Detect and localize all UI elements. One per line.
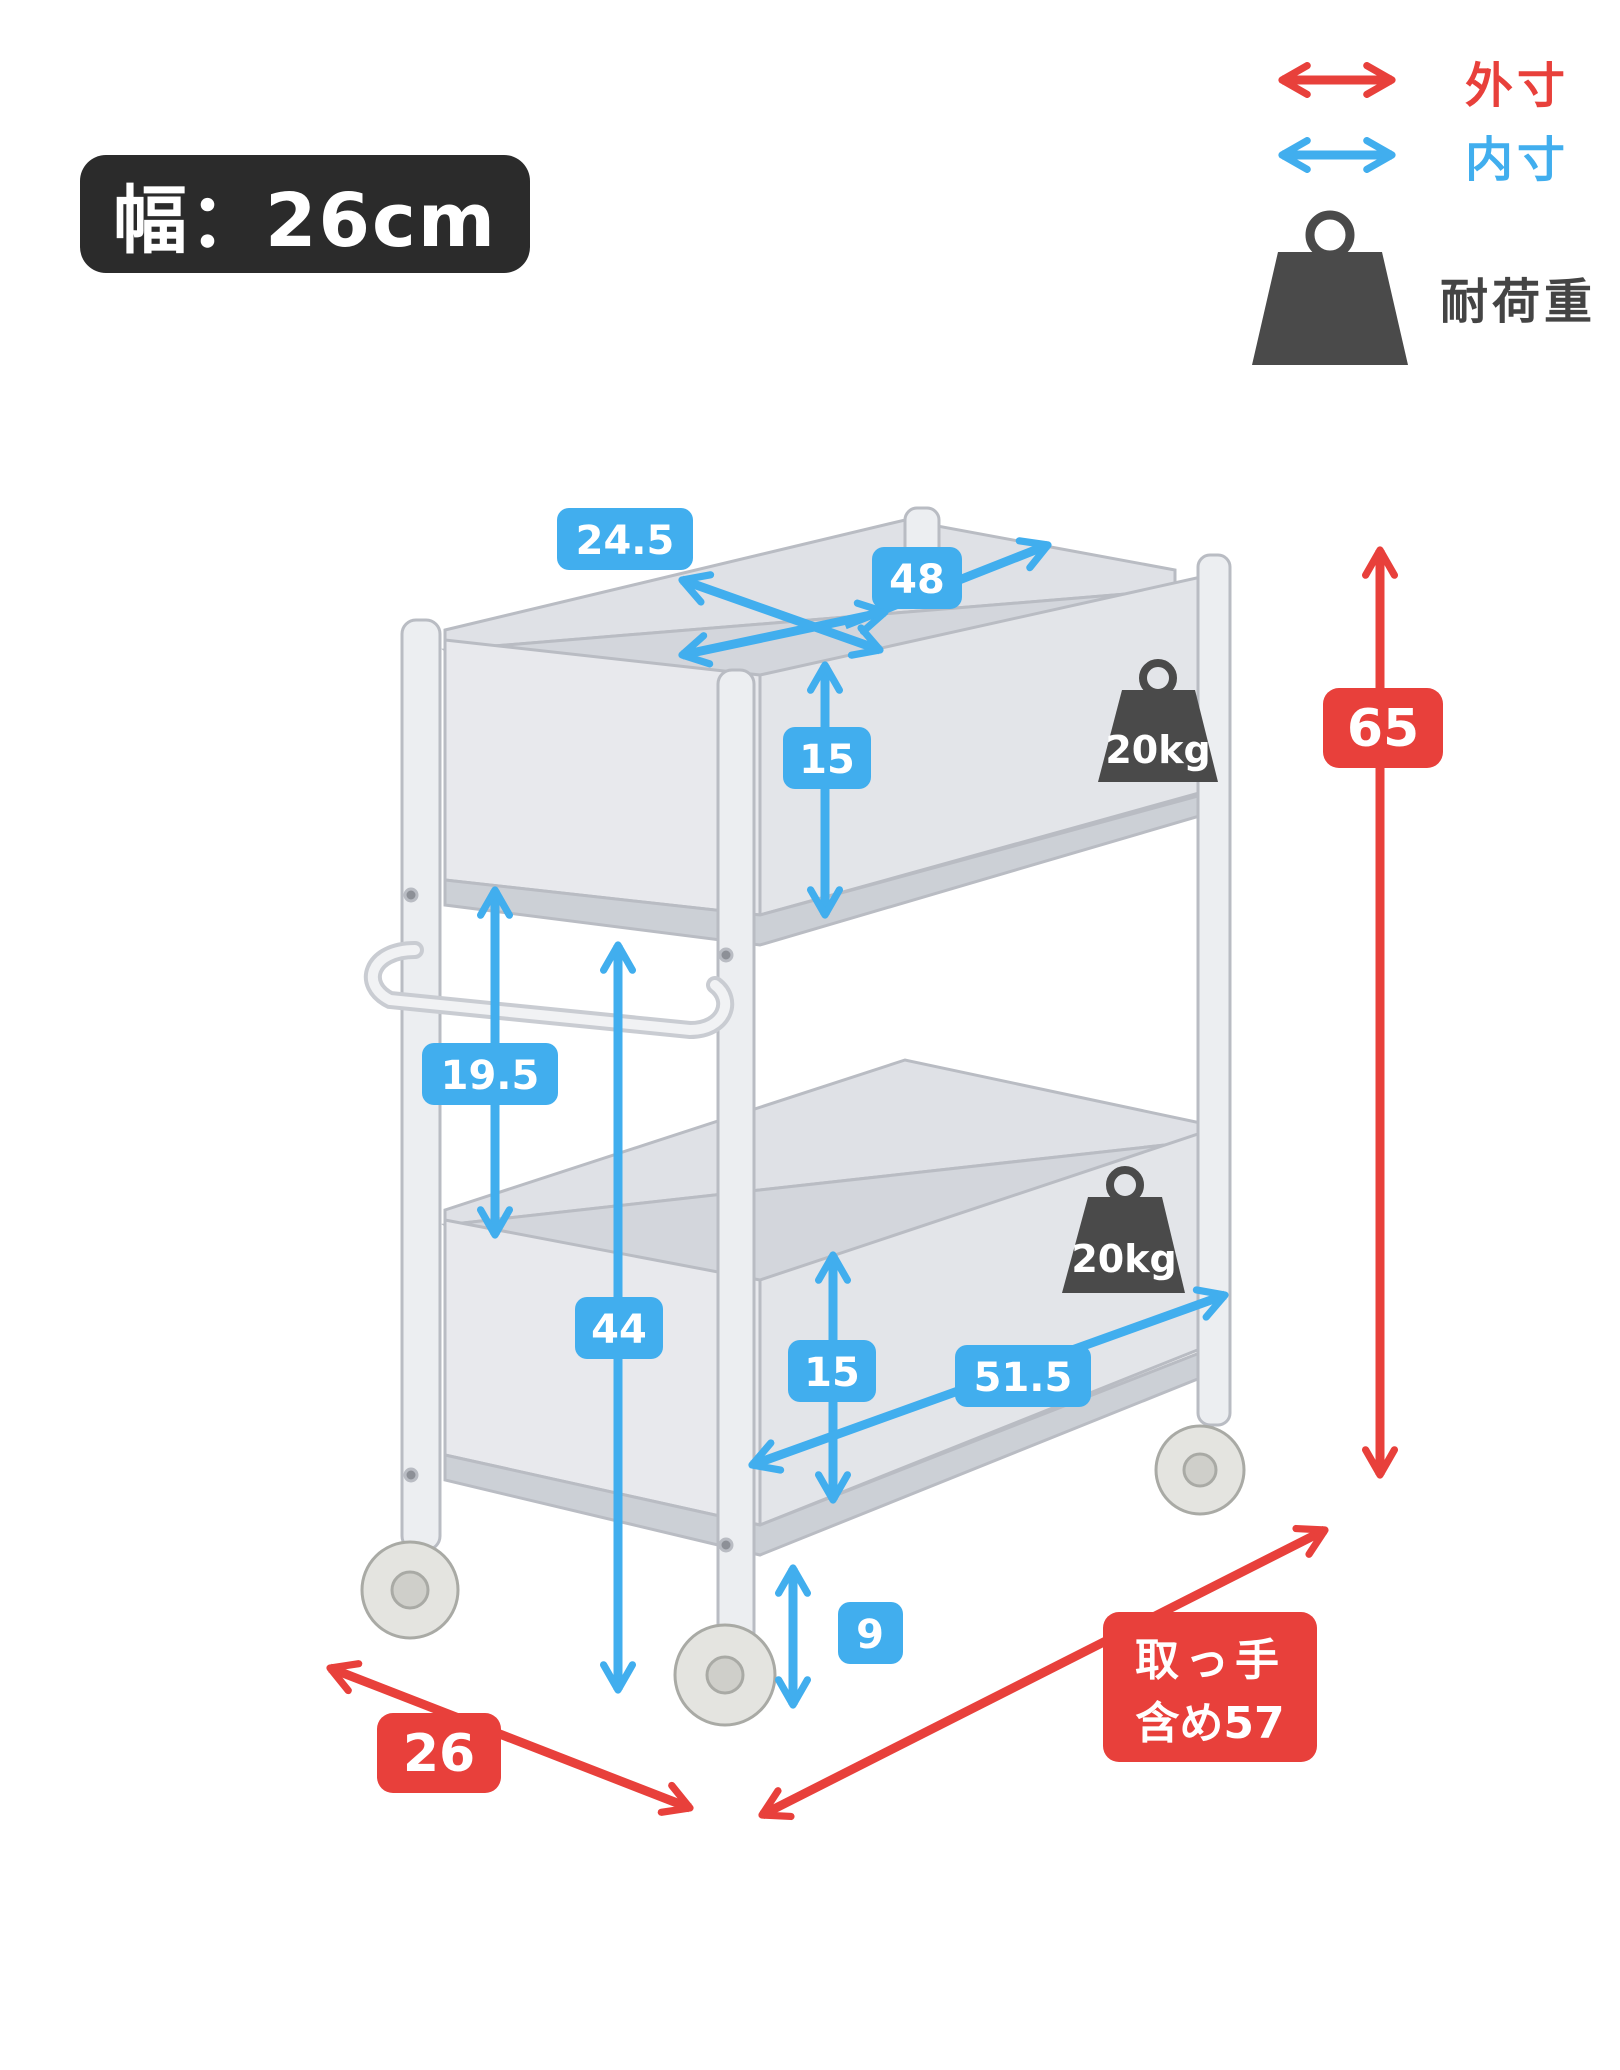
ground-clearance-label: 9 [838, 1602, 903, 1664]
svg-text:48: 48 [889, 557, 945, 603]
outer-depth-label: 26 [377, 1713, 501, 1793]
outer-height-label: 65 [1323, 688, 1443, 768]
inner-height-bottom-label: 15 [788, 1340, 876, 1402]
inner-height-top-label: 15 [783, 727, 871, 789]
svg-text:9: 9 [856, 1612, 884, 1658]
top-shelf-load-text: 20kg [1105, 728, 1210, 772]
width-badge: 幅：26cm [80, 155, 530, 273]
bottom-shelf-weight-icon [1062, 1166, 1185, 1293]
svg-text:15: 15 [804, 1350, 860, 1396]
svg-text:26: 26 [403, 1724, 475, 1784]
svg-text:51.5: 51.5 [974, 1355, 1073, 1401]
inner-depth-top-arrow-2 [678, 571, 884, 659]
outer-depth-arrow [326, 1660, 694, 1816]
legend-inner-label: 内寸 [1465, 132, 1570, 188]
outer-width-label: 取っ手 含め57 [1103, 1612, 1317, 1762]
bottom-shelf-load-text: 20kg [1071, 1237, 1176, 1281]
floor-to-shelf-label: 44 [575, 1297, 663, 1359]
inner-depth-top-label: 24.5 [557, 508, 693, 570]
legend-weight-icon [1252, 210, 1408, 365]
svg-text:19.5: 19.5 [441, 1053, 540, 1099]
svg-text:65: 65 [1347, 699, 1419, 759]
inner-width-top-label: 48 [872, 547, 962, 609]
svg-text:24.5: 24.5 [576, 518, 675, 564]
svg-text:44: 44 [591, 1307, 647, 1353]
top-shelf-weight-icon [1098, 659, 1218, 782]
shelf-gap-label: 19.5 [422, 1043, 558, 1105]
legend-outer-label: 外寸 [1465, 58, 1570, 114]
svg-text:取っ手: 取っ手 [1135, 1635, 1285, 1686]
legend-load-label: 耐荷重 [1440, 274, 1597, 330]
svg-text:含め57: 含め57 [1135, 1698, 1284, 1749]
inner-width-bottom-label: 51.5 [955, 1345, 1091, 1407]
svg-text:15: 15 [799, 737, 855, 783]
outer-width-arrow [758, 1524, 1329, 1821]
